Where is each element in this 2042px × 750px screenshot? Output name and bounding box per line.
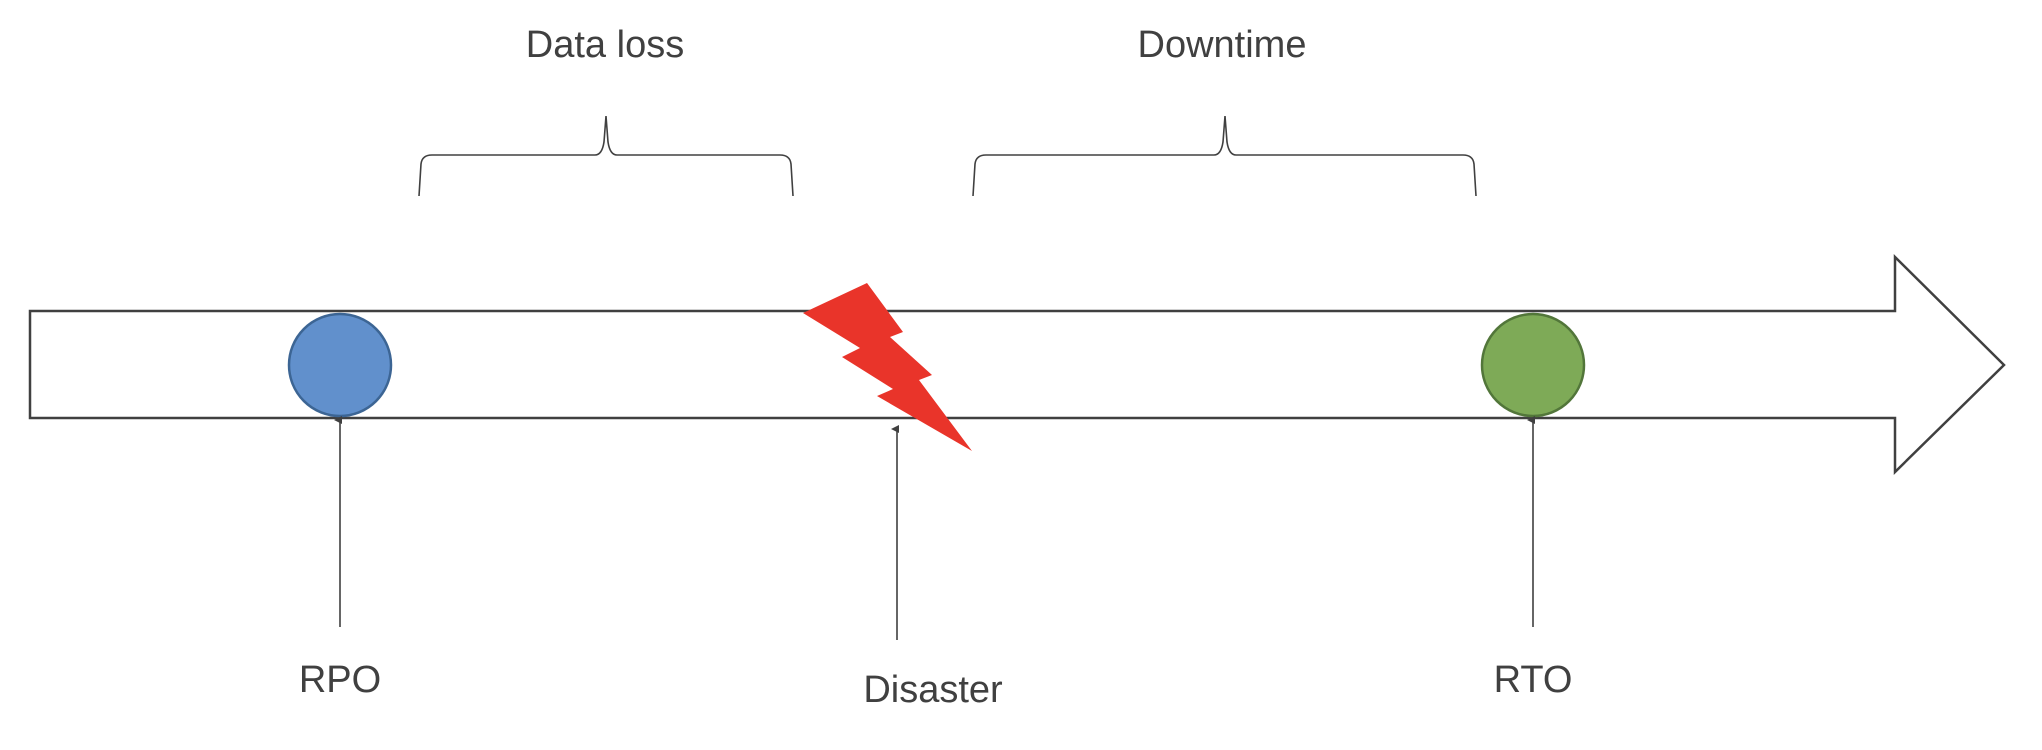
data-loss-label: Data loss <box>526 24 684 66</box>
rto-marker <box>1480 312 1586 418</box>
downtime-brace <box>972 115 1477 197</box>
lightning-bolt-icon <box>803 283 972 451</box>
disaster-label: Disaster <box>863 669 1003 711</box>
downtime-label: Downtime <box>1138 24 1307 66</box>
rto-label: RTO <box>1494 659 1573 701</box>
rpo-marker <box>287 312 393 418</box>
data-loss-brace <box>418 115 794 197</box>
rpo-label: RPO <box>299 659 381 701</box>
